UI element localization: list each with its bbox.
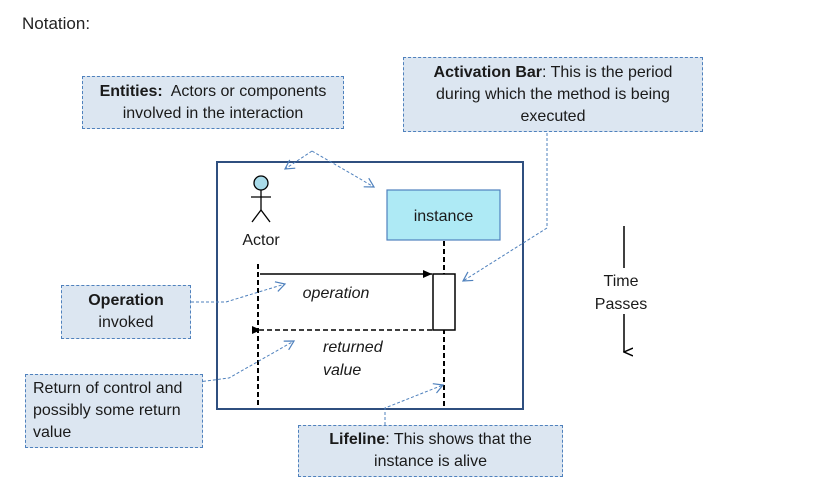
operation-text: invoked — [98, 314, 154, 331]
diagram-frame — [216, 161, 524, 410]
entities-connector-actor — [283, 150, 313, 170]
instance-label: instance — [414, 208, 474, 225]
instance-box — [386, 189, 501, 241]
activation-callout: Activation Bar: This is the period durin… — [403, 57, 703, 132]
operation-term: Operation — [88, 292, 164, 309]
return-control-callout: Return of control and possibly some retu… — [25, 374, 203, 448]
returned-label-line1: returned — [323, 339, 384, 356]
operation-callout: Operation invoked — [61, 285, 191, 339]
activation-text: : This is the period during which the me… — [436, 63, 673, 125]
returned-label-line2: value — [323, 362, 361, 379]
entities-term: Entities: — [99, 82, 163, 100]
operation-connector — [191, 281, 287, 303]
entities-callout: Entities: Actors or components involved … — [82, 76, 344, 129]
activation-bar — [432, 273, 456, 331]
time-label-line2: Passes — [595, 296, 647, 313]
operation-label: operation — [303, 285, 370, 302]
activation-connector — [461, 133, 548, 282]
notation-heading: Notation: — [22, 14, 91, 33]
lifeline-term: Lifeline — [329, 431, 386, 448]
return-connector — [197, 340, 296, 383]
entities-text: Actors or components involved in the int… — [122, 82, 331, 122]
actor-icon — [251, 175, 271, 223]
lifeline-connector — [384, 383, 445, 425]
lifeline-callout: Lifeline: This shows that the instance i… — [298, 425, 563, 477]
actor-label: Actor — [242, 232, 280, 249]
entities-connector-instance — [311, 150, 376, 188]
activation-term: Activation Bar — [433, 63, 543, 81]
time-label-line1: Time — [604, 273, 639, 290]
lifeline-text: : This shows that the instance is alive — [374, 431, 532, 470]
return-control-text: Return of control and possibly some retu… — [33, 380, 183, 441]
